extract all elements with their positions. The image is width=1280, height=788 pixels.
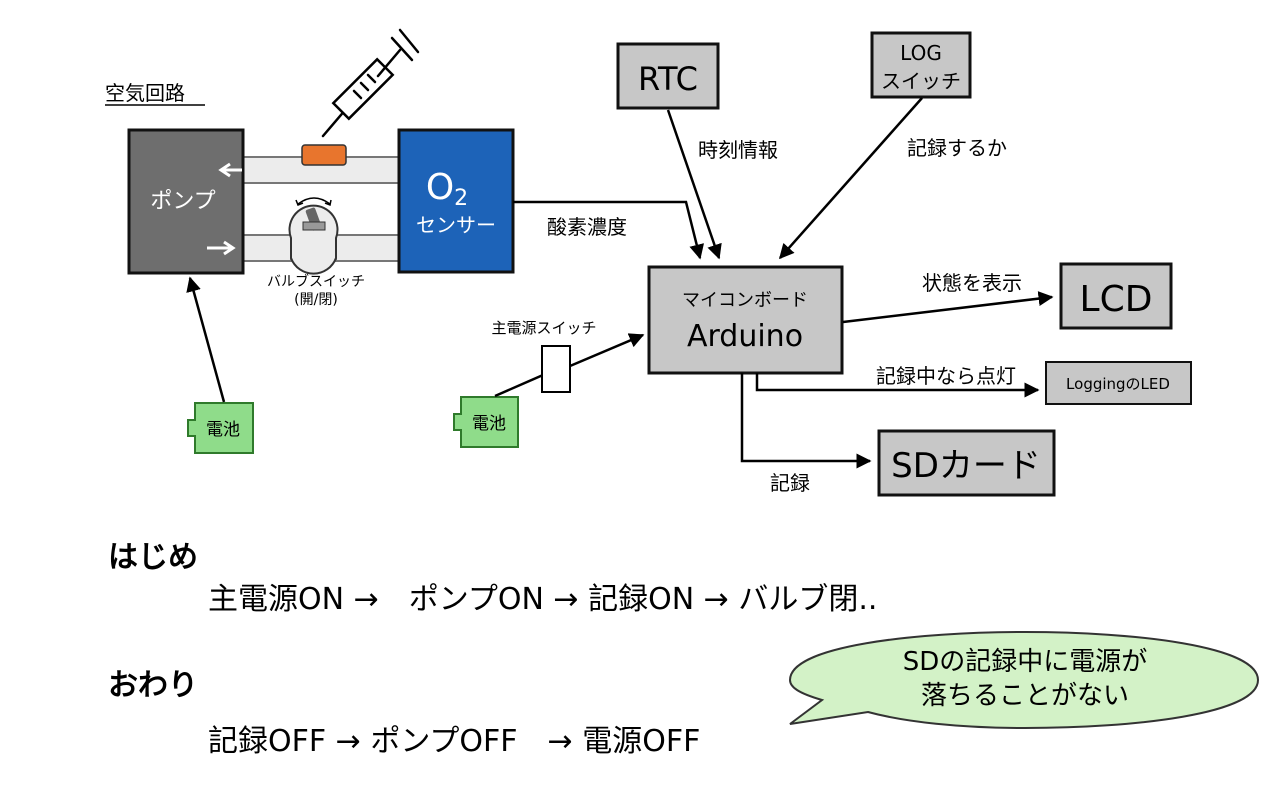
inflow-arrow-icon (207, 240, 236, 256)
pump-battery-label: 電池 (206, 420, 240, 440)
led-on-label: 記録中なら点灯 (876, 364, 1016, 388)
rtc-box (616, 42, 720, 110)
log-switch-label-line1: LOG (900, 41, 942, 65)
lower-tube-right (335, 234, 400, 262)
callout-line1: SDの記録中に電源が (903, 647, 1148, 677)
log-switch-box (870, 31, 972, 99)
led-label: LoggingのLED (1066, 375, 1170, 393)
sd-card-box (877, 429, 1056, 497)
o2-sensor-symbol: O2 (426, 167, 468, 211)
rtc-label: RTC (638, 60, 698, 98)
switch-to-arduino-arrow (569, 333, 645, 368)
time-arrow (666, 109, 722, 260)
main-battery-box (453, 396, 519, 448)
callout-line2: 落ちることがない (921, 681, 1129, 711)
show-state-label: 状態を表示 (922, 271, 1022, 295)
led-arrow (755, 373, 1040, 398)
oxygen-label: 酸素濃度 (547, 215, 627, 239)
o2-sensor-box (397, 128, 515, 274)
record-or-not-arrow (779, 97, 923, 260)
start-heading: はじめ (108, 540, 198, 575)
o2-sensor-label: センサー (416, 213, 496, 237)
record-arrow (740, 373, 872, 469)
battery-to-switch-wire (494, 373, 544, 398)
valve-switch-state: (開/閉) (294, 292, 338, 308)
end-heading: おわり (108, 668, 198, 703)
led-box (1045, 361, 1192, 405)
show-state-arrow (842, 291, 1054, 324)
sampling-port-cap (301, 144, 347, 166)
oxygen-arrow (513, 200, 705, 260)
valve-switch-label: バルブスイッチ (267, 273, 365, 290)
arduino-label-line2: Arduino (687, 319, 803, 354)
start-steps: 主電源ON → ポンプON → 記録ON → バルブ閉.. (208, 582, 878, 617)
outflow-arrow-icon (218, 162, 242, 178)
end-steps: 記録OFF → ポンプOFF → 電源OFF (208, 724, 701, 759)
air-circuit-title: 空気回路 (105, 81, 185, 105)
pump-battery-box (187, 402, 254, 454)
record-label: 記録 (770, 471, 810, 495)
lcd-label: LCD (1080, 279, 1153, 320)
main-battery-label: 電池 (472, 414, 506, 434)
arduino-box (647, 265, 844, 375)
valve-icon (288, 197, 339, 275)
log-switch-label-line2: スイッチ (881, 69, 961, 93)
syringe-icon (321, 28, 420, 138)
sd-card-label: SDカード (891, 446, 1041, 486)
arduino-label-line1: マイコンボード (682, 290, 808, 311)
callout-bubble (788, 630, 1260, 730)
battery-to-pump-arrow (186, 276, 226, 403)
lower-tube-left (242, 234, 292, 262)
main-switch-label: 主電源スイッチ (491, 319, 596, 337)
time-label: 時刻情報 (698, 138, 778, 162)
lcd-box (1059, 262, 1173, 330)
main-switch-box (541, 345, 571, 393)
record-or-not-label: 記録するか (907, 136, 1007, 160)
pump-label: ポンプ (150, 189, 215, 214)
